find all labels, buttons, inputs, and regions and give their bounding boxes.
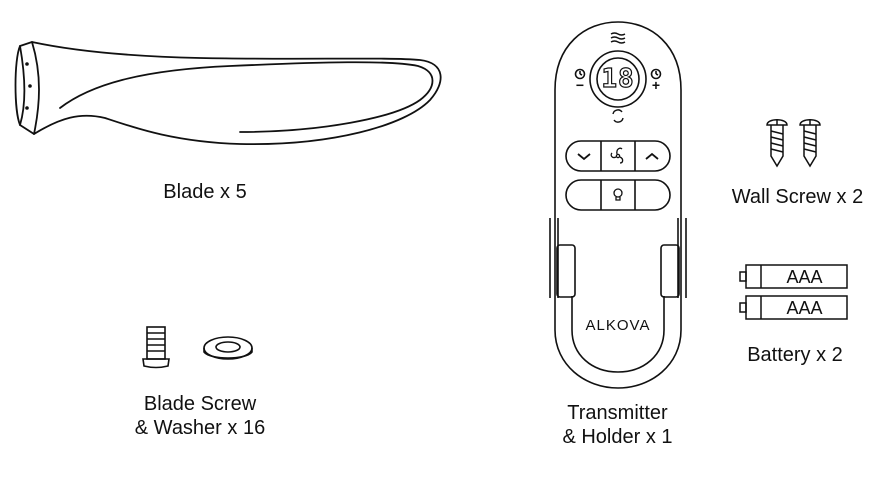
blade-caption-text: Blade x 5 [163,181,247,203]
transmitter-caption: Transmitter & Holder x 1 [535,401,700,449]
wall-screw-caption: Wall Screw x 2 [715,185,880,209]
chevron-down-icon [577,153,591,161]
fan-icon [610,147,624,164]
battery-caption: Battery x 2 [725,343,865,367]
light-bulb-icon [613,188,623,201]
remote-brand: ALKOVA [585,317,651,334]
chevron-up-icon [645,152,659,160]
blade-caption: Blade x 5 [130,180,280,204]
battery-caption-text: Battery x 2 [747,344,843,366]
remote-display: 18 [600,63,636,95]
timer-plus-label: + [651,77,661,93]
transmitter-caption-line1: Transmitter [567,402,668,424]
blade-screw-caption-line1: Blade Screw [143,393,257,415]
blade-screw-caption: Blade Screw & Washer x 16 [110,392,290,440]
transmitter-caption-line2: & Holder x 1 [562,426,673,448]
wall-screw-caption-text: Wall Screw x 2 [731,186,864,208]
wind-icon [610,32,626,44]
battery-label-2: AAA [786,298,823,318]
timer-minus-label: − [575,77,585,93]
battery-label-1: AAA [786,267,823,287]
display-digits: 18 [601,63,635,94]
blade-screw-caption-line2: & Washer x 16 [134,417,266,439]
reverse-icon [612,109,624,123]
